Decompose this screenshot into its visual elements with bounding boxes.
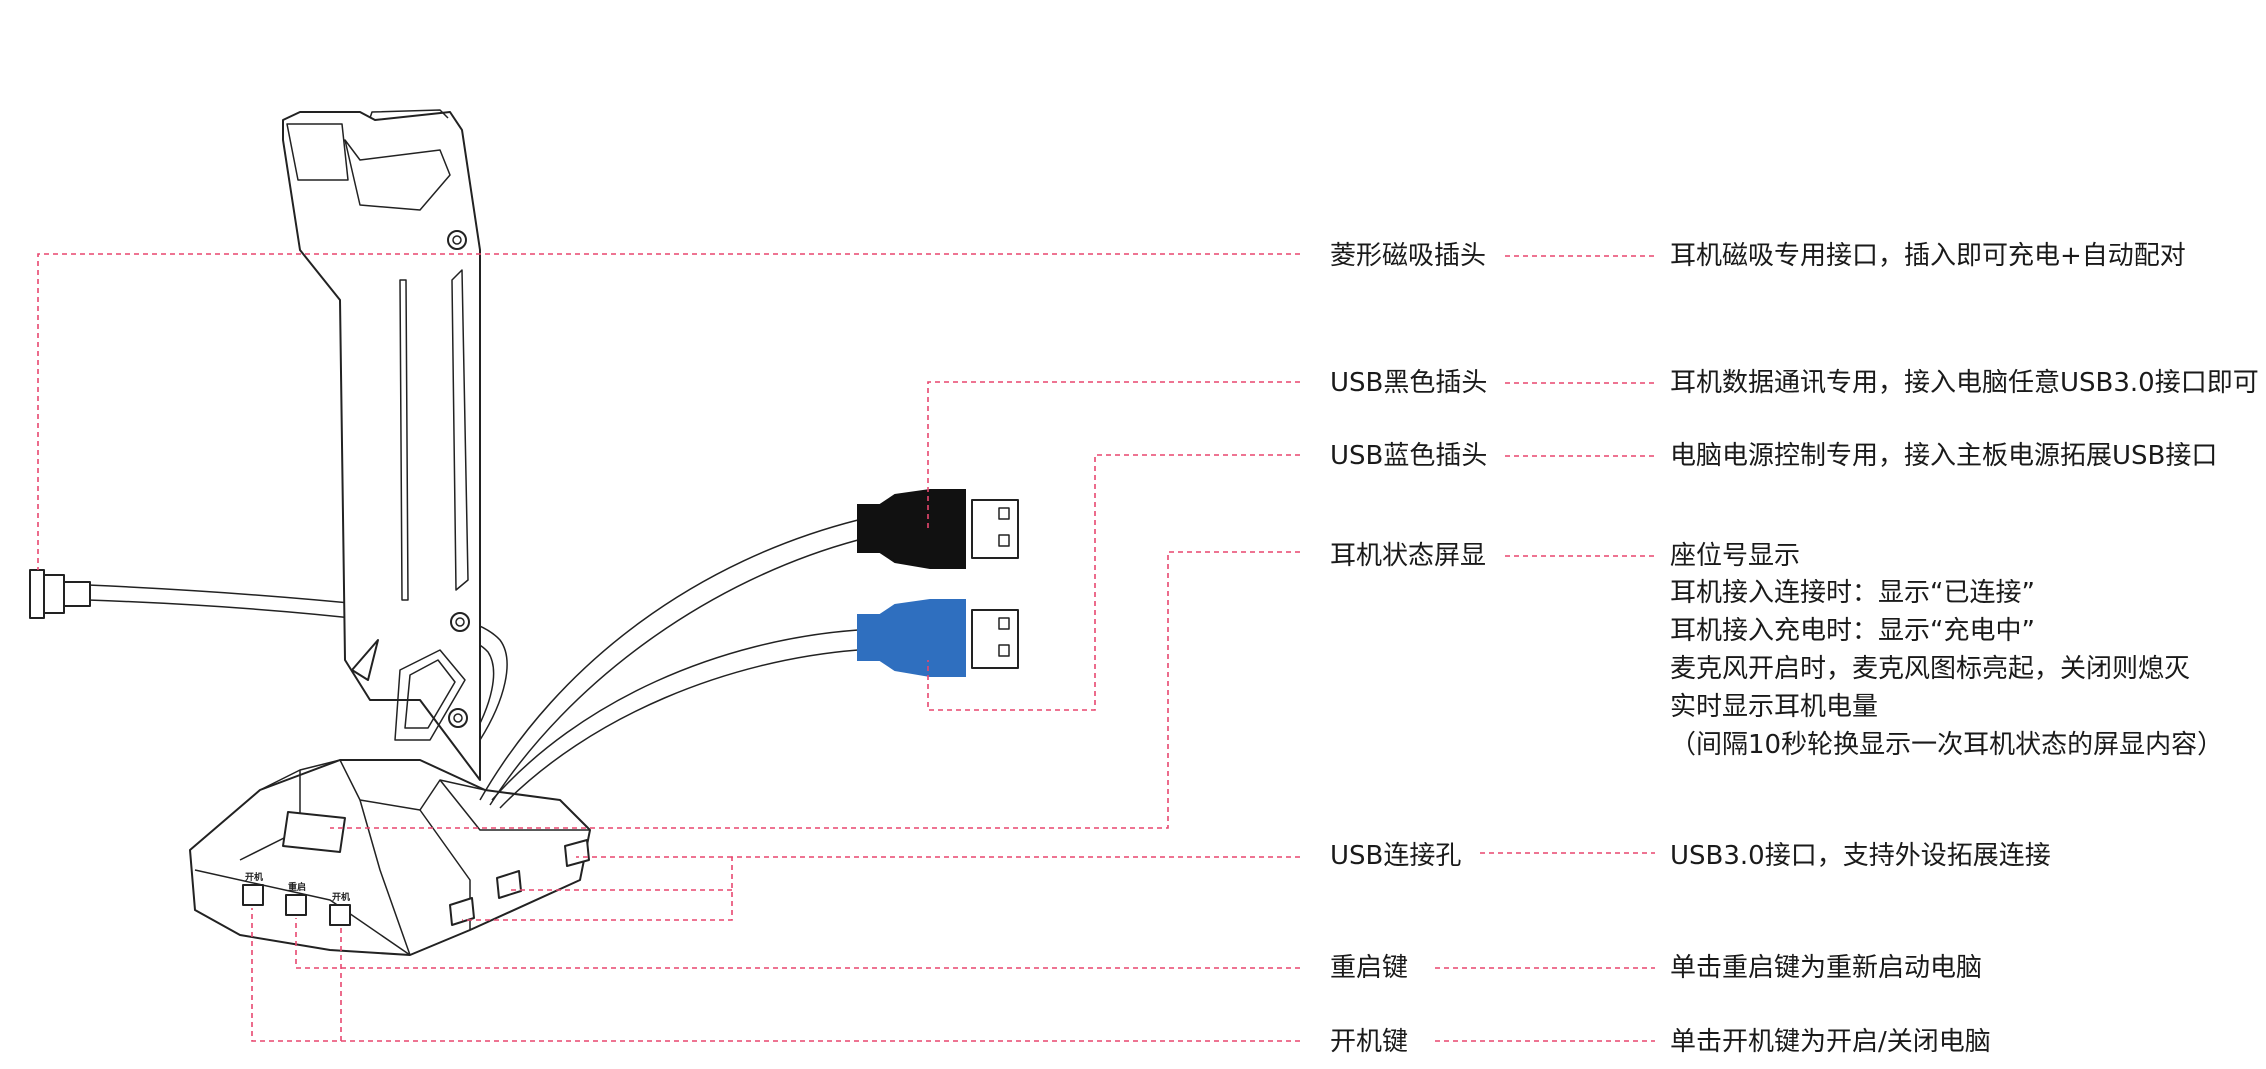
label-usb-port: USB连接孔 xyxy=(1330,841,1461,871)
status-display-icon xyxy=(282,811,346,853)
power-button-label-1: 开机 xyxy=(245,871,263,883)
usb-black-plug-icon xyxy=(857,489,1019,569)
usb-blue-plug-icon xyxy=(857,599,1019,677)
desc-diamond-magnetic-plug: 耳机磁吸专用接口，插入即可充电+自动配对 xyxy=(1670,241,2186,271)
desc-status-line-1: 座位号显示 xyxy=(1670,541,1800,571)
base-buttons: 开机 重启 开机 xyxy=(242,871,351,926)
desc-restart-key: 单击重启键为重新启动电脑 xyxy=(1670,953,1982,983)
label-usb-black-plug: USB黑色插头 xyxy=(1330,368,1487,398)
label-power-key: 开机键 xyxy=(1330,1027,1408,1057)
magnetic-plug-icon xyxy=(29,569,91,619)
desc-usb-black-plug: 耳机数据通讯专用，接入电脑任意USB3.0接口即可 xyxy=(1670,368,2259,398)
headset-stand-illustration: 开机 重启 开机 xyxy=(29,109,1019,956)
power-button-label-2: 开机 xyxy=(332,891,350,903)
label-diamond-magnetic-plug: 菱形磁吸插头 xyxy=(1330,241,1486,271)
callout-labels: 菱形磁吸插头 USB黑色插头 USB蓝色插头 耳机状态屏显 USB连接孔 重启键… xyxy=(1330,241,1487,1057)
label-restart-key: 重启键 xyxy=(1330,953,1408,983)
usb-ports xyxy=(449,839,590,926)
desc-status-line-6: （间隔10秒轮换显示一次耳机状态的屏显内容） xyxy=(1670,730,2223,760)
label-headset-status-display: 耳机状态屏显 xyxy=(1330,541,1486,571)
desc-usb-blue-plug: 电脑电源控制专用，接入主板电源拓展USB接口 xyxy=(1670,441,2217,471)
desc-status-line-2: 耳机接入连接时：显示“已连接” xyxy=(1670,578,2035,608)
restart-button-label: 重启 xyxy=(288,881,306,893)
label-usb-blue-plug: USB蓝色插头 xyxy=(1330,441,1487,471)
desc-power-key: 单击开机键为开启/关闭电脑 xyxy=(1670,1027,1991,1057)
desc-status-line-3: 耳机接入充电时：显示“充电中” xyxy=(1670,616,2035,646)
desc-status-line-5: 实时显示耳机电量 xyxy=(1670,692,1878,722)
desc-usb-port: USB3.0接口，支持外设拓展连接 xyxy=(1670,841,2051,871)
callout-descriptions: 耳机磁吸专用接口，插入即可充电+自动配对 耳机数据通讯专用，接入电脑任意USB3… xyxy=(1670,241,2259,1057)
desc-status-line-4: 麦克风开启时，麦克风图标亮起，关闭则熄灭 xyxy=(1670,654,2190,684)
leader-lines xyxy=(37,253,1655,1042)
